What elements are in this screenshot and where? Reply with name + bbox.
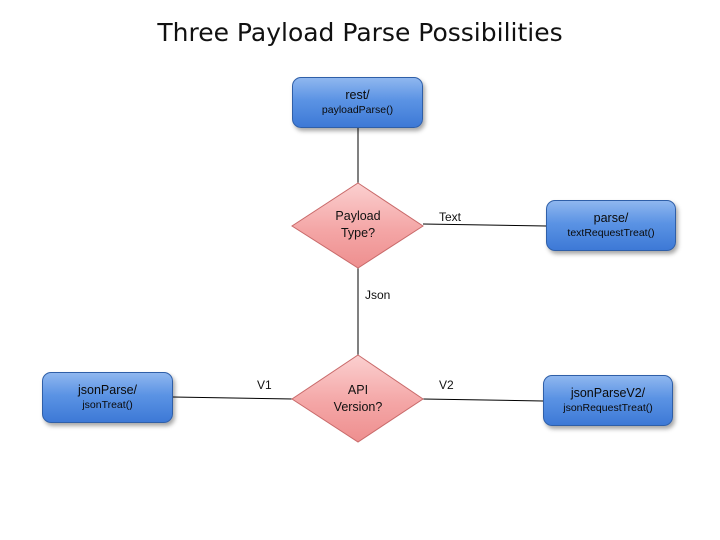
node-json-parse-json-treat: jsonParse/ jsonTreat() [42,372,173,423]
node-json-parse-v2-line1: jsonParseV2/ [570,386,646,401]
decision-api-version-label: API Version? [318,382,398,416]
node-parse-line2: textRequestTreat() [567,226,655,239]
node-json-parse-v2-json-request-treat: jsonParseV2/ jsonRequestTreat() [543,375,673,426]
decision-payload-type-line2: Type? [340,225,376,240]
decision-api-version-line2: Version? [333,399,383,414]
edge-label-text: Text [439,210,462,224]
connector-payload-type-to-parse [422,223,547,227]
node-rest-line1: rest/ [345,88,370,103]
decision-payload-type-diamond [291,182,424,269]
node-json-parse-line2: jsonTreat() [82,398,133,411]
node-parse-line1: parse/ [593,211,629,226]
edge-label-json: Json [365,288,391,302]
connector-api-version-to-json-parse [172,396,294,400]
node-rest-line2: payloadParse() [321,103,394,116]
edge-label-v1: V1 [257,378,272,392]
decision-payload-type-line1: Payload [335,209,381,223]
node-parse-text-request-treat: parse/ textRequestTreat() [546,200,676,251]
connector-api-version-to-json-parse-v2 [422,398,544,402]
node-json-parse-line1: jsonParse/ [77,383,138,398]
decision-payload-type-label: Payload Type? [318,208,398,242]
edge-label-v2: V2 [439,378,454,392]
node-rest-payload-parse: rest/ payloadParse() [292,77,423,128]
node-json-parse-v2-line2: jsonRequestTreat() [563,401,653,414]
decision-api-version-line1: API [347,383,369,397]
diagram-title: Three Payload Parse Possibilities [157,18,563,47]
decision-api-version-diamond [291,354,424,443]
